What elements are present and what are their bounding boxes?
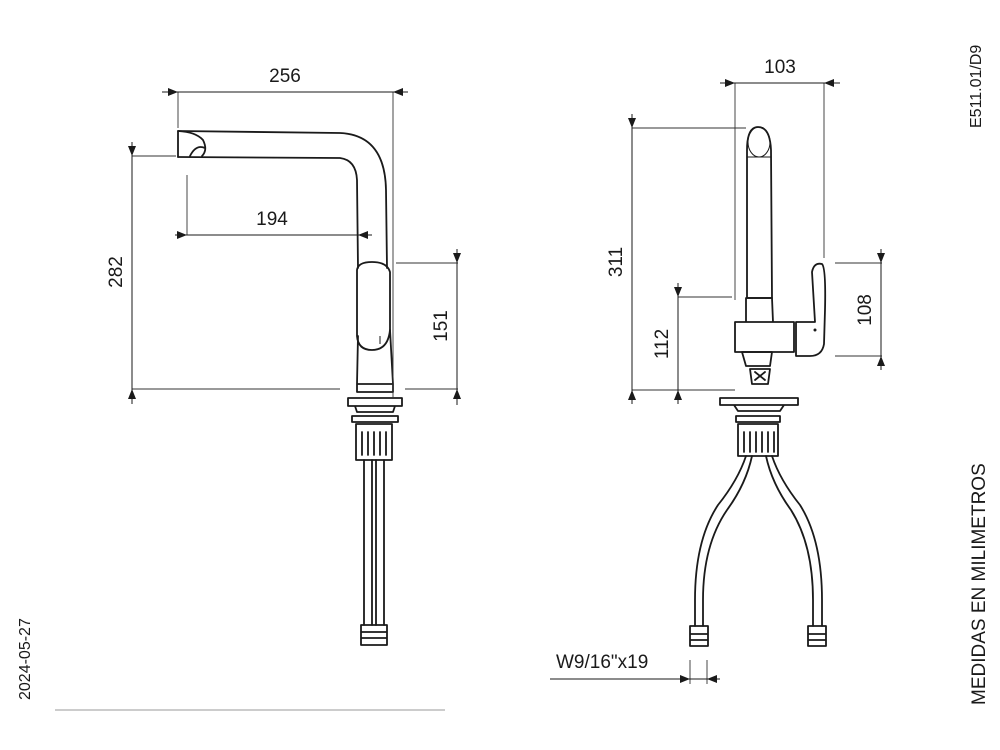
- side-view: 256 194 282 151: [106, 66, 461, 646]
- side-hose-fittings: [360, 624, 388, 646]
- side-lever: [356, 261, 391, 351]
- dim-hose-thread: W9/16"x19: [556, 652, 648, 673]
- front-view: 103 311 112 108 W9/16"x19: [550, 57, 885, 684]
- front-aerator: [749, 368, 771, 385]
- dim-side-lever-height: 151: [431, 310, 452, 342]
- drawing-code: E511.01/D9: [968, 45, 985, 128]
- dim-front-width: 103: [764, 57, 796, 78]
- dim-side-total-height: 282: [106, 256, 127, 288]
- front-body: [734, 297, 795, 353]
- front-hose-fittings: [689, 625, 827, 647]
- dim-front-total-height: 311: [606, 247, 627, 277]
- side-spout-tip: [177, 130, 207, 158]
- drawing-date: 2024-05-27: [17, 618, 34, 700]
- units-note: MEDIDAS EN MILIMETROS: [969, 463, 990, 705]
- dim-side-total-width: 256: [269, 66, 301, 87]
- front-hoses: [694, 455, 823, 627]
- front-nut: [737, 423, 779, 457]
- side-nut: [355, 423, 393, 461]
- dim-front-body-height: 112: [652, 329, 673, 359]
- side-hoses: [363, 459, 385, 626]
- dim-front-lever-height: 108: [855, 294, 876, 326]
- front-lever: [795, 262, 827, 357]
- side-base: [347, 397, 403, 423]
- front-base: [719, 397, 799, 423]
- dim-side-spout-reach: 194: [256, 209, 288, 230]
- side-spout: [177, 130, 388, 269]
